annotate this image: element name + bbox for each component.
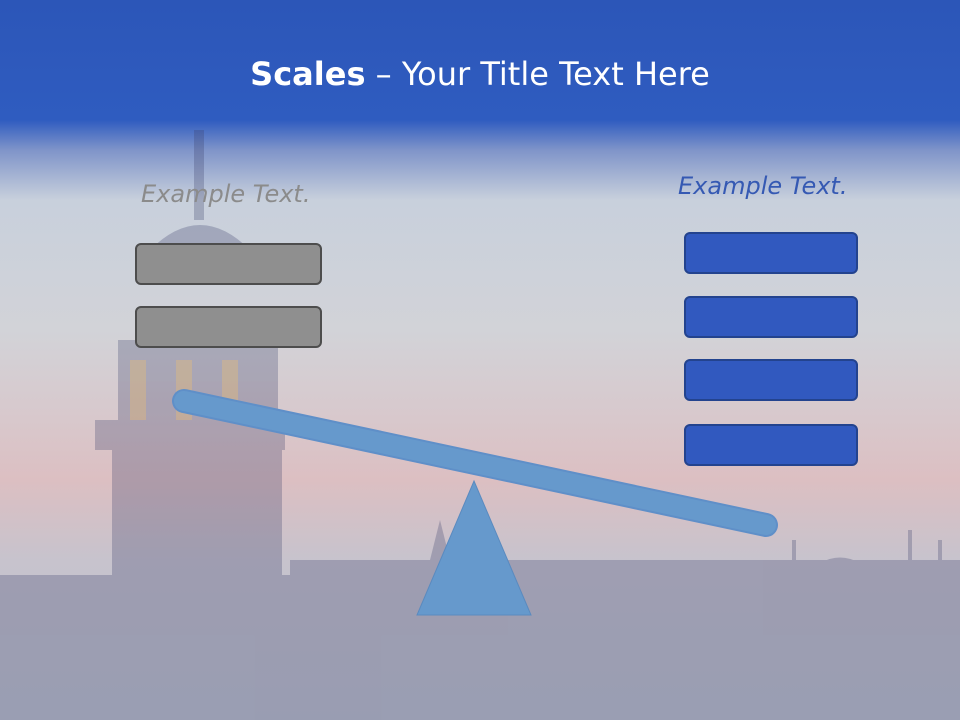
left-box-1 [135, 243, 322, 285]
right-box-2 [684, 296, 858, 338]
left-box-2 [135, 306, 322, 348]
left-caption: Example Text. [141, 180, 311, 208]
triangle-fulcrum-icon [416, 479, 532, 616]
right-box-4 [684, 424, 858, 466]
slide-title: Scales – Your Title Text Here [0, 52, 960, 96]
right-box-3 [684, 359, 858, 401]
right-box-1 [684, 232, 858, 274]
title-bold: Scales [250, 55, 366, 93]
title-rest: – Your Title Text Here [365, 55, 710, 93]
beam-fill [174, 391, 776, 535]
right-caption: Example Text. [678, 172, 848, 200]
